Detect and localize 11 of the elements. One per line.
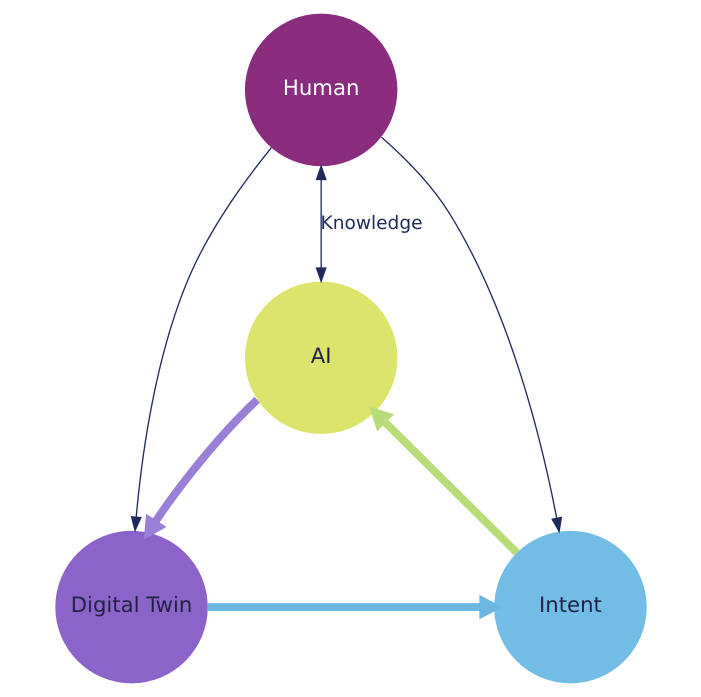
node-circle: Intent [494, 530, 646, 684]
arrow [380, 136, 562, 534]
arrow [315, 164, 326, 284]
arrow [143, 396, 260, 540]
node-circle: Digital Twin [54, 530, 208, 684]
edge-label: Knowledge [320, 212, 422, 234]
arrow [130, 147, 272, 532]
node-circle: Human [244, 14, 397, 166]
arrow [368, 406, 520, 556]
node-circle: AI [244, 282, 397, 434]
arrow [207, 594, 502, 620]
